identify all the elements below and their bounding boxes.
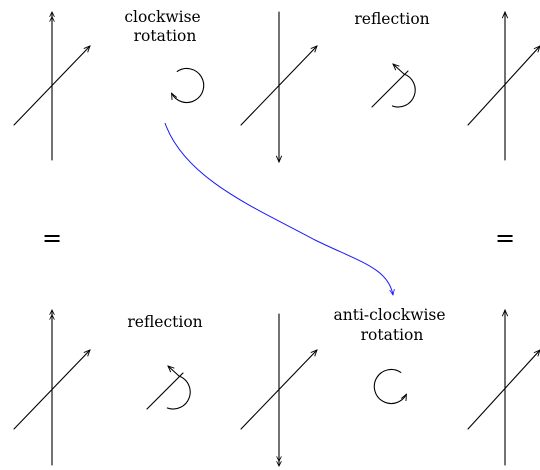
frame-bottom-2 [240, 313, 317, 466]
frame-top-2 [240, 11, 317, 162]
top-reflection-icon [371, 64, 416, 108]
equals-right: = [495, 224, 515, 252]
frame-bottom-3-diagonal-axis [467, 350, 540, 430]
bottom-reflection-icon [146, 366, 191, 410]
top-rotation-label: clockwise rotation [124, 8, 205, 45]
top-rotation-label-line2: rotation [134, 27, 197, 45]
top-reflection-label: reflection [354, 10, 429, 28]
anti-clockwise-rotation-icon [373, 368, 407, 404]
bottom-rotation-label-line1: anti-clockwise [334, 306, 446, 324]
top-rotation-label-line1: clockwise [124, 8, 200, 26]
bottom-reflection-label: reflection [127, 313, 202, 331]
frame-top-3 [467, 12, 540, 161]
bottom-rotation-label-line2: rotation [361, 326, 424, 344]
frame-bottom-3 [467, 310, 540, 466]
blue-connector-arrow [164, 122, 393, 295]
frame-bottom-2-diagonal-axis [240, 350, 317, 430]
frame-top-2-diagonal-axis [240, 46, 317, 126]
frame-top-3-diagonal-axis [467, 46, 540, 126]
frame-bottom-1 [13, 310, 90, 466]
frame-bottom-1-diagonal-axis [13, 350, 90, 430]
equals-left: = [42, 224, 62, 252]
frame-top-1-diagonal-axis [13, 46, 90, 126]
frame-top-1 [13, 12, 90, 161]
clockwise-rotation-icon [171, 67, 205, 103]
bottom-rotation-label: anti-clockwise rotation [334, 306, 451, 344]
